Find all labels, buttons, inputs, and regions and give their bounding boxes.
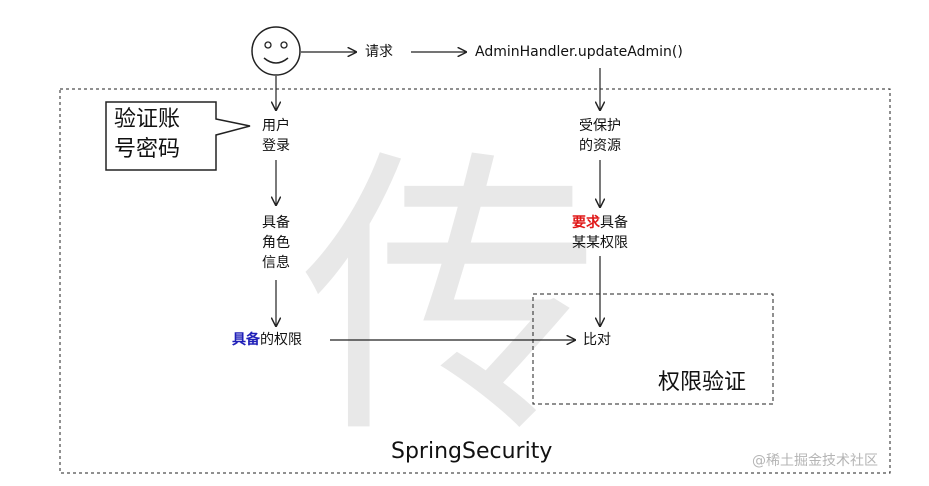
- callout-line2: 号密码: [114, 137, 181, 162]
- handler-method-label: AdminHandler.updateAdmin(): [475, 44, 683, 60]
- has-permission-rest: 的权限: [260, 332, 302, 348]
- request-label: 请求: [365, 44, 393, 60]
- protected-resource-line2: 的资源: [579, 138, 621, 154]
- required-permission-line1: 要求具备: [558, 213, 642, 233]
- protected-resource-node: 受保护 的资源: [566, 116, 634, 156]
- user-login-node: 用户 登录: [248, 116, 304, 156]
- required-highlight: 要求: [572, 215, 600, 231]
- callout-shape: [105, 101, 251, 171]
- source-watermark: @稀土掘金技术社区: [752, 453, 878, 469]
- permission-check-label: 权限验证: [658, 370, 747, 395]
- required-line1-rest: 具备: [600, 215, 628, 231]
- role-info-line1: 具备: [262, 215, 290, 231]
- springsecurity-boundary: [59, 88, 891, 474]
- role-info-node: 具备 角色 信息: [248, 213, 304, 273]
- user-smiley-icon: [251, 26, 301, 76]
- callout-line1: 验证账: [114, 107, 181, 132]
- watermark-glyph: 传: [300, 125, 600, 474]
- required-permission-node: 要求具备 某某权限: [558, 213, 642, 253]
- has-permission-highlight: 具备: [232, 332, 260, 348]
- required-permission-line2: 某某权限: [572, 235, 628, 251]
- user-login-line1: 用户: [262, 118, 290, 134]
- role-info-line3: 信息: [262, 255, 290, 271]
- compare-node: 比对: [583, 332, 611, 348]
- permission-check-boundary: [532, 293, 774, 405]
- callout-text: 验证账 号密码: [114, 105, 180, 165]
- protected-resource-line1: 受保护: [579, 118, 621, 134]
- role-info-line2: 角色: [262, 235, 290, 251]
- has-permission-node: 具备的权限: [232, 330, 302, 350]
- springsecurity-label: SpringSecurity: [391, 439, 553, 464]
- user-login-line2: 登录: [262, 138, 290, 154]
